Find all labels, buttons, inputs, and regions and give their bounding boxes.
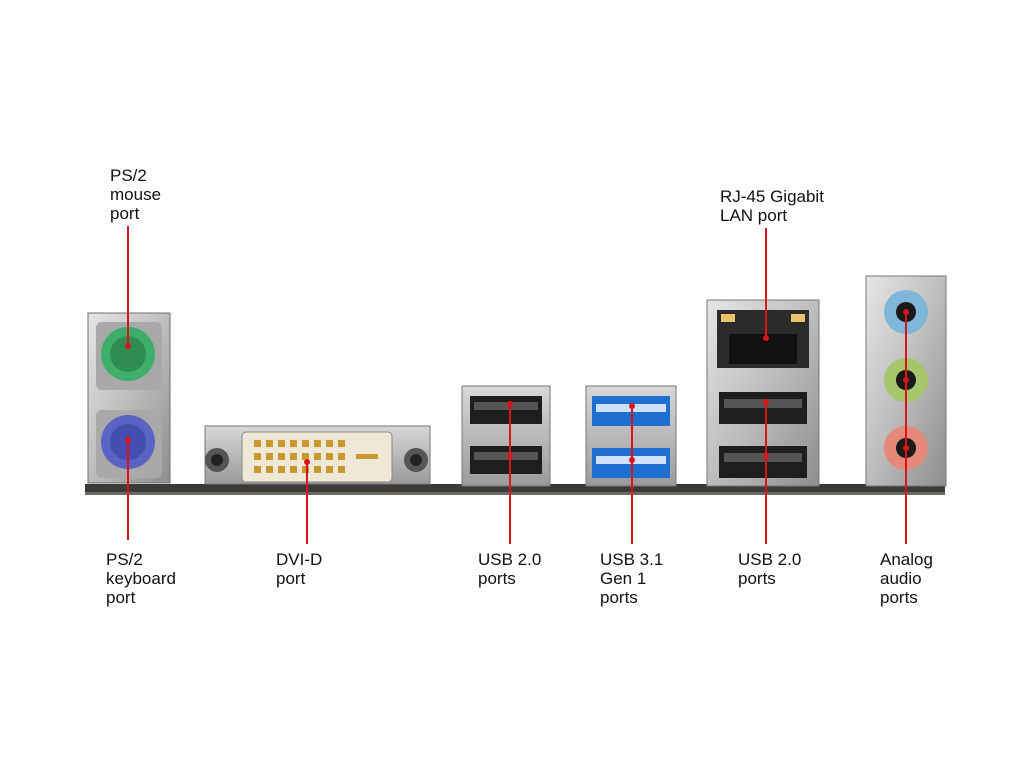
label-line: audio — [880, 569, 922, 588]
leader-dot-usb2-right-top — [763, 399, 769, 405]
label-line: DVI-D — [276, 550, 323, 569]
label-line: LAN port — [720, 206, 788, 225]
label-usb31: USB 3.1 Gen 1 ports — [600, 550, 663, 607]
leader-usb31 — [631, 406, 633, 544]
leader-dot-audio-2 — [903, 377, 909, 383]
leader-dot-audio-3 — [903, 445, 909, 451]
label-line: port — [110, 204, 140, 223]
leader-dot-ps2-keyboard — [125, 437, 131, 443]
label-line: ports — [600, 588, 638, 607]
leader-dot-audio-1 — [903, 309, 909, 315]
label-ps2-mouse: PS/2 mouse port — [110, 166, 161, 223]
label-rj45: RJ-45 Gigabit LAN port — [720, 187, 824, 225]
label-usb2-left: USB 2.0 ports — [478, 550, 541, 588]
leader-dot-usb31-bottom — [629, 457, 635, 463]
leader-dot-dvi — [304, 459, 310, 465]
leader-dot-usb2-left-bottom — [507, 453, 513, 459]
leader-dot-usb2-left-top — [507, 401, 513, 407]
leader-ps2-mouse — [127, 226, 129, 346]
label-line: keyboard — [106, 569, 176, 588]
label-line: USB 2.0 — [478, 550, 542, 569]
label-line: Analog — [880, 550, 933, 569]
leader-dvi — [306, 462, 308, 544]
label-line: ports — [738, 569, 776, 588]
leader-usb2-left — [509, 404, 511, 544]
pcb-edge — [85, 484, 945, 494]
leader-audio — [905, 312, 907, 544]
label-usb2-right: USB 2.0 ports — [738, 550, 801, 588]
label-line: mouse — [110, 185, 162, 204]
usb2-left-connector — [461, 385, 551, 487]
label-line: ports — [880, 588, 918, 607]
leader-usb2-right — [765, 402, 767, 544]
label-line: USB 3.1 — [600, 550, 664, 569]
label-line: PS/2 — [110, 166, 147, 185]
ps2-connector — [87, 312, 171, 484]
label-line: PS/2 — [106, 550, 143, 569]
leader-dot-usb2-right-bottom — [763, 453, 769, 459]
label-line: RJ-45 Gigabit — [720, 187, 824, 206]
label-audio: Analog audio ports — [880, 550, 933, 607]
dvi-connector — [204, 425, 431, 485]
leader-dot-rj45 — [763, 335, 769, 341]
label-ps2-keyboard: PS/2 keyboard port — [106, 550, 176, 607]
label-line: Gen 1 — [600, 569, 647, 588]
leader-dot-usb31-top — [629, 403, 635, 409]
label-dvi: DVI-D port — [276, 550, 322, 588]
leader-rj45 — [765, 228, 767, 338]
leader-dot-ps2-mouse — [125, 343, 131, 349]
leader-ps2-keyboard — [127, 440, 129, 540]
label-line: port — [106, 588, 136, 607]
label-line: port — [276, 569, 306, 588]
label-line: USB 2.0 — [738, 550, 802, 569]
label-line: ports — [478, 569, 516, 588]
